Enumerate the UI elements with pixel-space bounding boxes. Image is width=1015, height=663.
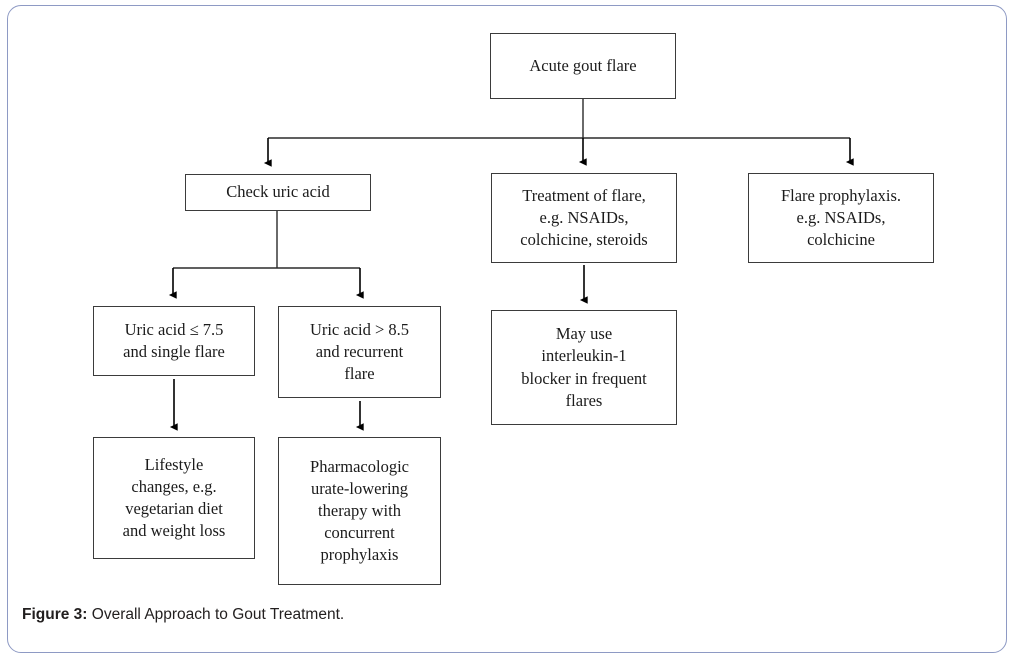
node-flare-prophylaxis: Flare prophylaxis. e.g. NSAIDs, colchici… <box>748 173 934 263</box>
edge-check-bus <box>173 211 360 269</box>
node-line: Check uric acid <box>226 182 330 202</box>
node-line: and recurrent <box>315 341 404 361</box>
figure-caption-label: Figure 3: <box>22 606 88 623</box>
node-lifestyle-changes: Lifestyle changes, e.g. vegetarian diet … <box>93 437 255 559</box>
node-line: e.g. NSAIDs, <box>796 207 886 227</box>
node-text: Acute gout flare <box>495 55 671 77</box>
node-acute-gout-flare: Acute gout flare <box>490 33 676 99</box>
node-text: Flare prophylaxis. e.g. NSAIDs, colchici… <box>753 185 929 251</box>
node-line: therapy with <box>318 500 401 520</box>
node-pharmacologic-urate-lowering-therapy: Pharmacologic urate-lowering therapy wit… <box>278 437 441 585</box>
node-line: and weight loss <box>122 521 226 541</box>
node-line: and single flare <box>123 342 225 361</box>
node-line: urate-lowering <box>310 478 409 498</box>
node-text: Check uric acid <box>190 181 366 203</box>
node-line: Uric acid > 8.5 <box>309 319 410 339</box>
node-line: Uric acid ≤ 7.5 <box>124 319 224 339</box>
node-text: Pharmacologic urate-lowering therapy wit… <box>283 456 436 567</box>
figure-caption-text: Overall Approach to Gout Treatment. <box>91 606 345 623</box>
node-line: prophylaxis <box>320 545 399 565</box>
node-line: May use <box>555 324 613 344</box>
node-line: changes, e.g. <box>131 476 217 496</box>
node-line: Treatment of flare, <box>522 185 646 205</box>
node-line: Lifestyle <box>144 454 204 474</box>
node-line: flare <box>344 364 375 384</box>
node-text: Uric acid ≤ 7.5 and single flare <box>98 319 250 363</box>
node-line: concurrent <box>324 523 395 543</box>
node-interleukin-1-blocker: May use interleukin-1 blocker in frequen… <box>491 310 677 425</box>
node-line: colchicine <box>807 230 875 250</box>
node-treatment-of-flare: Treatment of flare, e.g. NSAIDs, colchic… <box>491 173 677 263</box>
node-line: vegetarian diet <box>125 499 223 518</box>
node-line: Acute gout flare <box>529 55 637 75</box>
node-check-uric-acid: Check uric acid <box>185 174 371 211</box>
node-line: interleukin-1 <box>541 346 627 366</box>
edge-root-bus <box>268 99 850 139</box>
node-line: e.g. NSAIDs, <box>539 207 629 227</box>
node-line: Flare prophylaxis. <box>780 185 902 205</box>
node-uric-acid-high: Uric acid > 8.5 and recurrent flare <box>278 306 441 398</box>
node-line: Pharmacologic <box>310 456 409 476</box>
node-line: colchicine, steroids <box>520 230 648 250</box>
node-text: Treatment of flare, e.g. NSAIDs, colchic… <box>496 185 672 251</box>
node-uric-acid-low: Uric acid ≤ 7.5 and single flare <box>93 306 255 376</box>
node-line: blocker in frequent <box>521 368 647 388</box>
node-text: May use interleukin-1 blocker in frequen… <box>496 323 672 411</box>
figure-caption: Figure 3: Overall Approach to Gout Treat… <box>22 606 722 624</box>
node-line: flares <box>565 390 603 410</box>
node-text: Lifestyle changes, e.g. vegetarian diet … <box>98 454 250 542</box>
node-text: Uric acid > 8.5 and recurrent flare <box>283 319 436 385</box>
